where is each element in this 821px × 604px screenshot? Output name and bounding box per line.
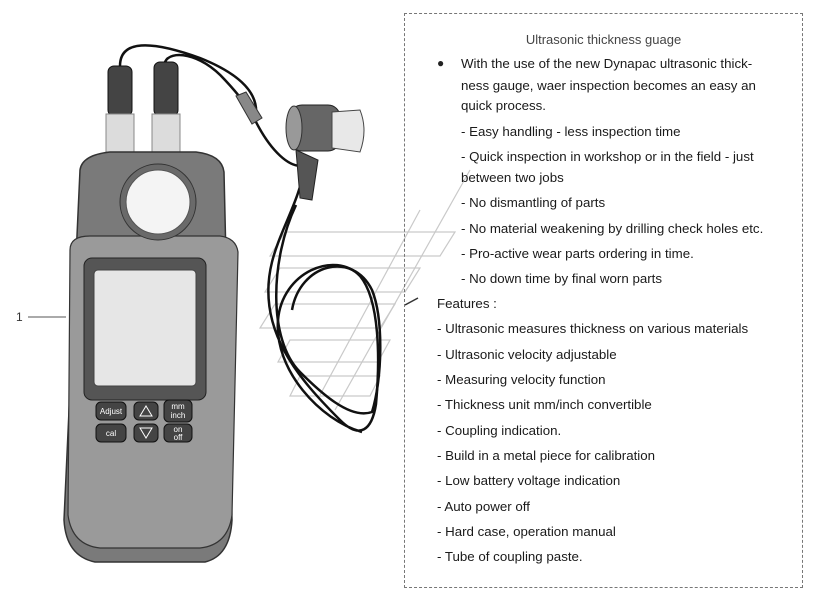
feature-item: - Auto power off xyxy=(437,499,530,514)
down-arrow-icon xyxy=(139,427,153,439)
bullet-icon: ● xyxy=(437,56,445,70)
up-key[interactable] xyxy=(133,401,159,421)
feature-item: - Ultrasonic measures thickness on vario… xyxy=(437,321,749,336)
svg-text:mm: mm xyxy=(171,402,185,411)
display-screen xyxy=(83,257,207,401)
feature-item: - Tube of coupling paste. xyxy=(437,549,583,564)
down-key[interactable] xyxy=(133,423,159,443)
feature-item: - Build in a metal piece for calibration xyxy=(437,448,656,463)
intro-line: quick process. xyxy=(461,98,546,113)
benefit-item: - No material weakening by drilling chec… xyxy=(461,221,764,236)
svg-text:off: off xyxy=(174,433,184,442)
benefit-item: - Pro-active wear parts ordering in time… xyxy=(461,246,694,261)
adjust-key[interactable] xyxy=(95,401,127,421)
up-arrow-icon xyxy=(139,405,153,417)
feature-item: - Hard case, operation manual xyxy=(437,524,616,539)
feature-item: - Coupling indication. xyxy=(437,423,562,438)
cal-key[interactable] xyxy=(95,423,127,443)
panel-leader xyxy=(404,297,419,306)
power-key[interactable] xyxy=(163,423,193,443)
svg-text:inch: inch xyxy=(171,411,186,420)
transducer-probe xyxy=(285,104,365,201)
benefit-item: - Quick inspection in workshop or in the… xyxy=(461,149,754,164)
features-heading: Features : xyxy=(437,296,497,311)
feature-item: - Measuring velocity function xyxy=(437,372,606,387)
description-panel: Ultrasonic thickness guage ● With the us… xyxy=(404,13,803,588)
svg-text:cal: cal xyxy=(106,429,116,438)
feature-item: - Low battery voltage indication xyxy=(437,473,621,488)
benefit-item: - No down time by final worn parts xyxy=(461,271,663,286)
connector-plugs xyxy=(105,61,181,167)
intro-line: With the use of the new Dynapac ultrason… xyxy=(461,56,753,71)
probe-cable xyxy=(118,44,382,434)
benefit-item: - Easy handling - less inspection time xyxy=(461,124,681,139)
intro-line: ness gauge, waer inspection becomes an e… xyxy=(461,78,756,93)
keypad: Adjust mm inch cal on off xyxy=(95,399,193,443)
benefit-item: - No dismantling of parts xyxy=(461,195,606,210)
benefit-item: between two jobs xyxy=(461,170,564,185)
feature-item: - Ultrasonic velocity adjustable xyxy=(437,347,617,362)
watermark-logo xyxy=(258,169,471,411)
svg-text:Adjust: Adjust xyxy=(100,407,123,416)
feature-item: - Thickness unit mm/inch convertible xyxy=(437,397,652,412)
svg-text:on: on xyxy=(174,425,183,434)
cable-boot xyxy=(235,91,263,125)
unit-key[interactable] xyxy=(163,399,193,423)
callout-number: 1 xyxy=(16,310,23,324)
panel-title: Ultrasonic thickness guage xyxy=(525,32,682,47)
